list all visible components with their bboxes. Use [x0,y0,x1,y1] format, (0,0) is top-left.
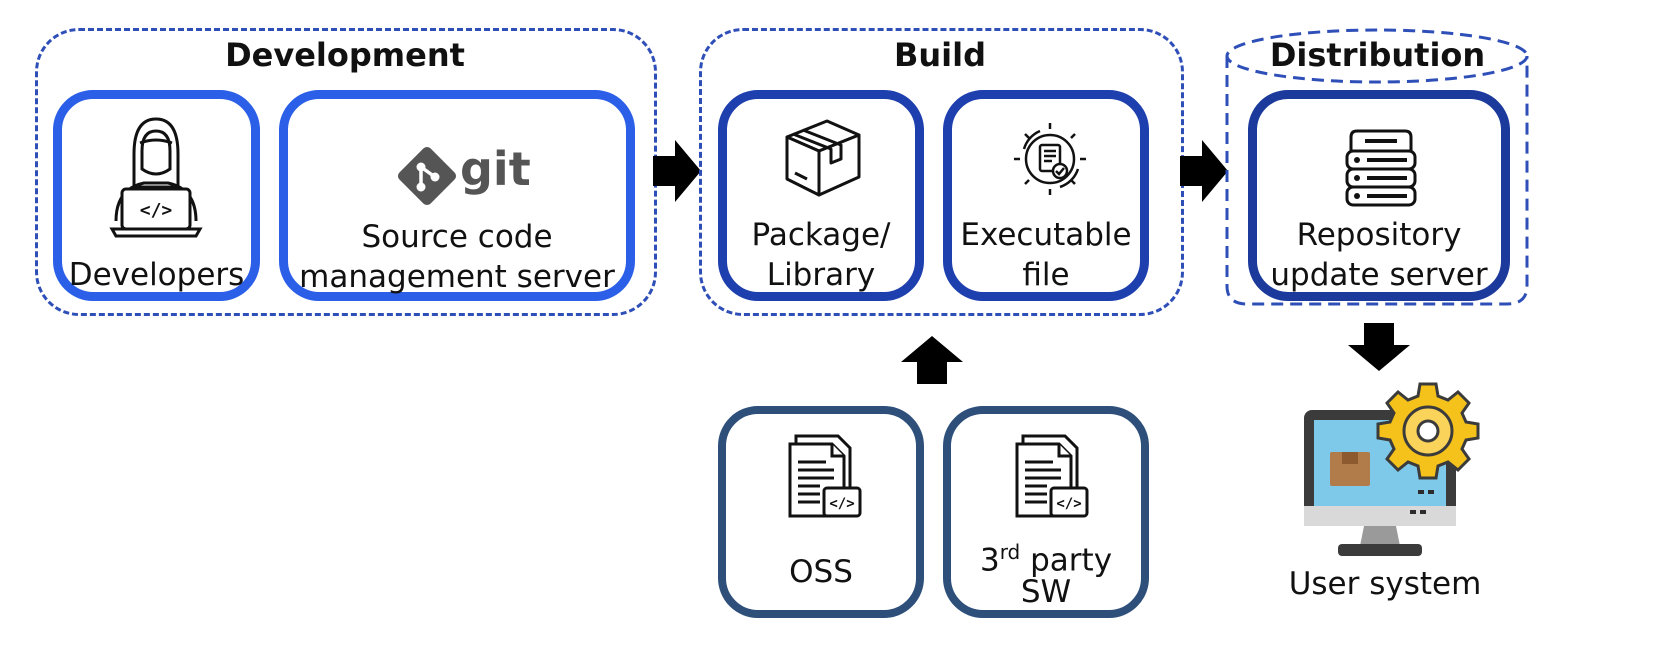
repository-server-node: Repository update server [1248,90,1510,301]
package-box-icon [785,119,861,197]
repository-line1: Repository [1296,217,1462,253]
arrow-inputs-to-build [901,336,963,384]
svg-text:</>: </> [829,496,854,512]
svg-text:</>: </> [140,200,173,221]
developer-laptop-icon: </> [109,117,203,238]
server-stack-icon [1345,129,1417,207]
development-title: Development [225,36,465,74]
package-line1: Package/ [751,217,891,253]
svg-text:</>: </> [1056,496,1081,512]
arrow-development-to-build [653,140,701,202]
build-title: Build [893,36,986,74]
code-document-icon: </> [788,434,862,518]
third-party-line1: 3rd party [951,532,1141,580]
gear-document-icon [1014,123,1086,195]
source-code-line2: management server [299,259,615,295]
third-party-line2: SW [1020,574,1072,610]
oss-node: </> OSS [718,406,924,618]
developers-node: </> Developers [53,90,260,301]
git-logo-text: git [460,142,531,196]
package-library-node: Package/ Library [718,90,924,301]
executable-file-node: Executable file [943,90,1149,301]
git-logo-icon [397,146,457,206]
third-party-suffix: party [1020,542,1113,579]
executable-line1: Executable [960,217,1132,253]
code-document-icon: </> [1015,434,1089,518]
developers-label: Developers [68,257,245,293]
distribution-group [1225,28,1529,306]
third-party-sw-node: </> 3rd party SW [943,406,1149,618]
package-line2: Library [766,257,876,293]
arrow-distribution-to-user [1348,323,1410,371]
monitor-gear-icon [1304,382,1480,556]
third-party-prefix: 3 [979,542,1000,579]
distribution-title: Distribution [1269,36,1486,74]
arrow-build-to-distribution [1180,140,1228,202]
third-party-sup: rd [999,540,1021,564]
executable-line2: file [1022,257,1070,293]
user-system-label: User system [1288,566,1482,602]
source-code-server-node: git Source code management server [279,90,635,301]
source-code-line1: Source code [361,219,553,255]
repository-line2: update server [1270,257,1488,293]
oss-label: OSS [789,554,853,590]
